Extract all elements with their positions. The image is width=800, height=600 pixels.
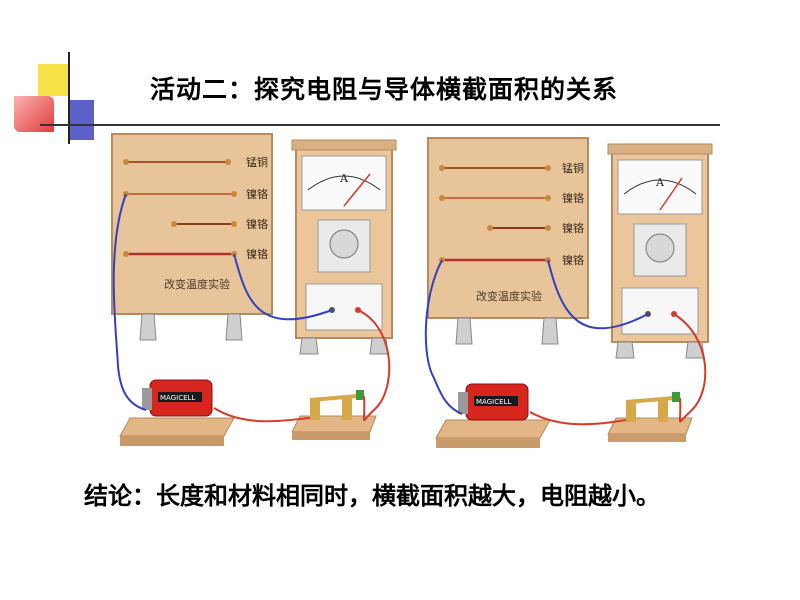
- battery-label: MAGICELL: [160, 394, 195, 402]
- conclusion-text: 结论：长度和材料相同时，横截面积越大，电阻越小。: [84, 482, 660, 510]
- meter-needle: [659, 177, 683, 211]
- battery-label: MAGICELL: [476, 398, 511, 406]
- wire-label: 镍铬: [562, 253, 584, 267]
- wire-label: 镍铬: [562, 191, 584, 205]
- meter-symbol: A: [339, 172, 349, 185]
- wire-red: [673, 313, 707, 423]
- board-caption: 改变温度实验: [476, 289, 542, 303]
- wire-red: [529, 411, 627, 426]
- decor-blue-square: [68, 100, 94, 140]
- ammeter: A: [607, 143, 713, 359]
- wire-blue: [112, 193, 147, 411]
- wire-label: 锰铜: [246, 155, 268, 169]
- wire-label: 镍铬: [246, 247, 268, 261]
- meter-symbol: A: [655, 176, 665, 189]
- wire-red: [213, 407, 311, 423]
- switch: [625, 392, 680, 422]
- apparatus-left: 锰铜 镍铬 镍铬 镍铬 改变温度实验 A M: [111, 133, 397, 446]
- battery: MAGICELL: [458, 383, 529, 421]
- apparatus-right: 锰铜 镍铬 镍铬 镍铬 改变温度实验 A MAGICELL: [424, 137, 713, 448]
- meter-needle: [343, 173, 371, 207]
- wire-red: [357, 309, 391, 422]
- wire-label: 镍铬: [246, 217, 268, 231]
- wire-label: 锰铜: [562, 161, 584, 175]
- slide-title: 活动二：探究电阻与导体横截面积的关系: [150, 75, 619, 104]
- switch: [309, 390, 364, 420]
- board-caption: 改变温度实验: [164, 277, 230, 291]
- wire-blue: [233, 253, 333, 321]
- experiment-illustration: 锰铜 镍铬 镍铬 镍铬 改变温度实验 A M: [111, 133, 713, 448]
- battery: MAGICELL: [142, 379, 213, 417]
- decor-yellow-square: [38, 64, 70, 96]
- ammeter: A: [291, 139, 397, 355]
- wire-label: 镍铬: [562, 221, 584, 235]
- title-underline: [40, 124, 720, 126]
- decor-vertical-line: [68, 52, 70, 144]
- wire-label: 镍铬: [246, 187, 268, 201]
- wire-blue: [547, 259, 649, 330]
- wire-blue: [424, 259, 463, 415]
- decor-red-square: [14, 96, 54, 132]
